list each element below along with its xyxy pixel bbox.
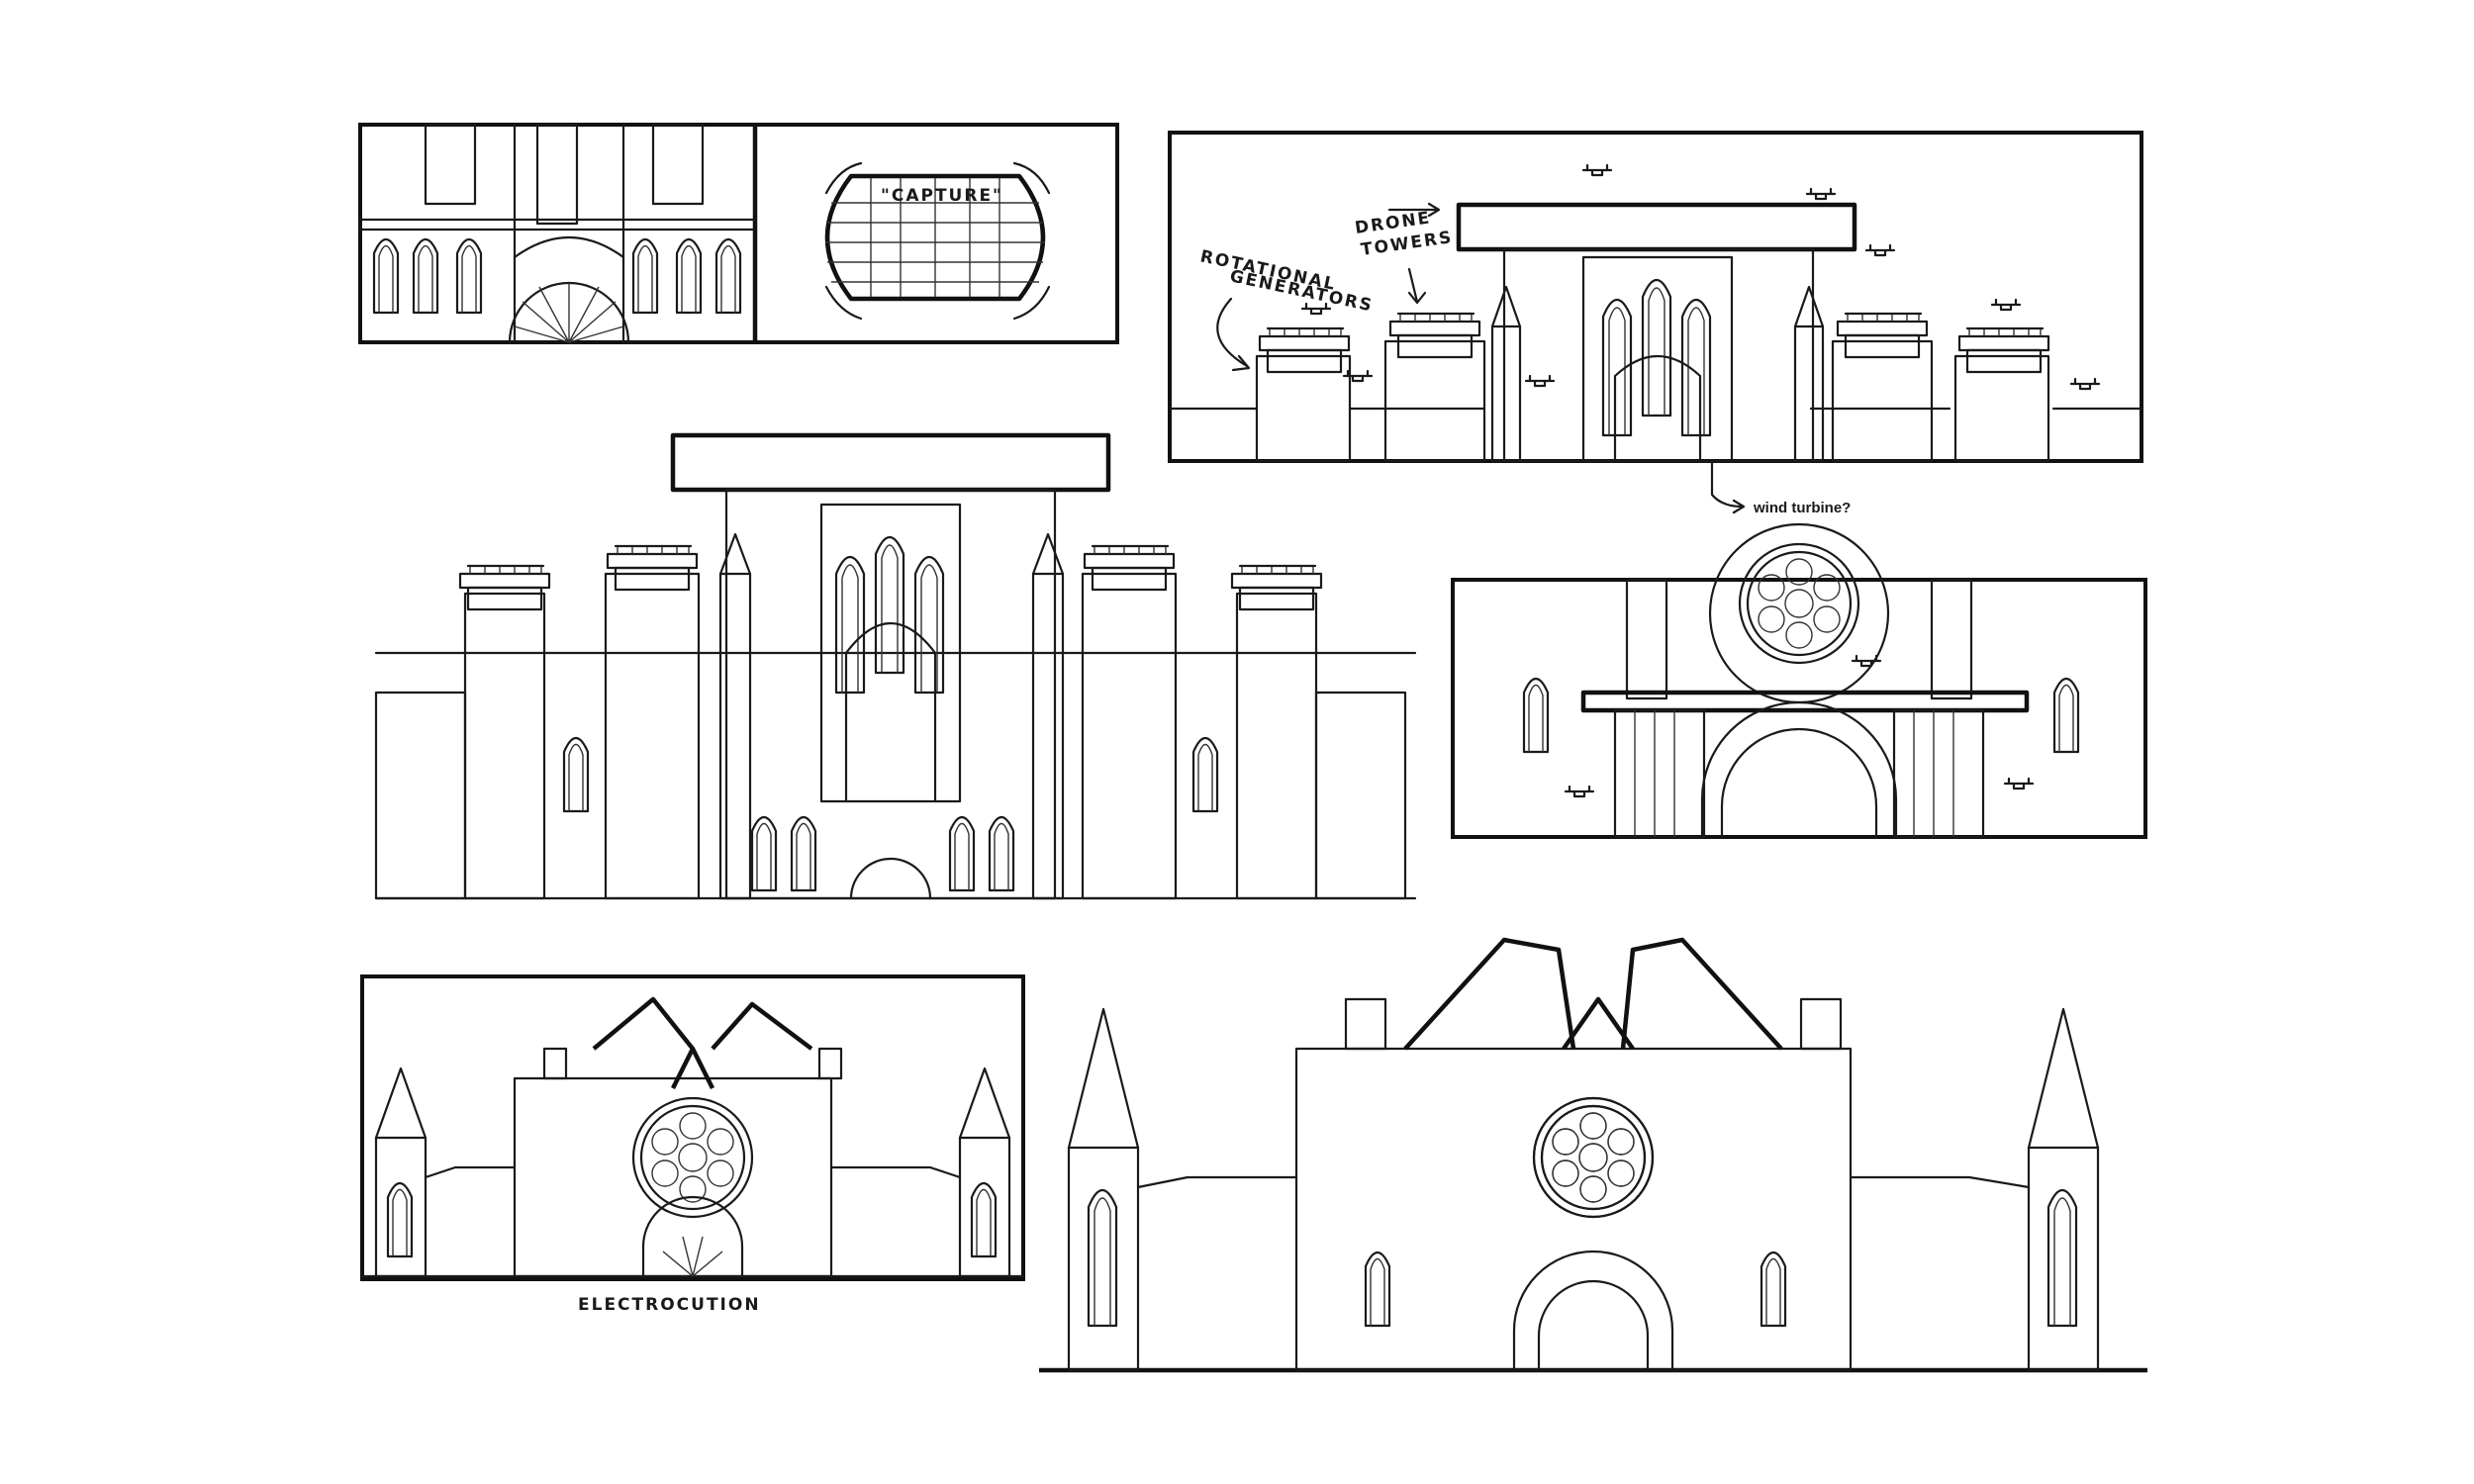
panel-generators-sketch: ROTATIONAL GENERATORS DRONE TOWERS wind … [1168,131,2143,516]
panel-arch-detail [1451,522,2147,839]
cathedral-elevation-main [374,432,1417,900]
capture-capsule-drawing: "CAPTURE" [824,161,1051,321]
wind-turbine-note: wind turbine? [1753,500,1851,516]
electrocution-label: ELECTROCUTION [578,1295,761,1315]
panel-capture-sketch: "CAPTURE" [358,123,1119,344]
panel-electrocution-sketch: ELECTROCUTION [360,974,1025,1315]
capture-label: "CAPTURE" [881,186,1003,206]
facade-detail-drawing [358,123,757,344]
cathedral-elevation-rose [1039,937,2147,1373]
